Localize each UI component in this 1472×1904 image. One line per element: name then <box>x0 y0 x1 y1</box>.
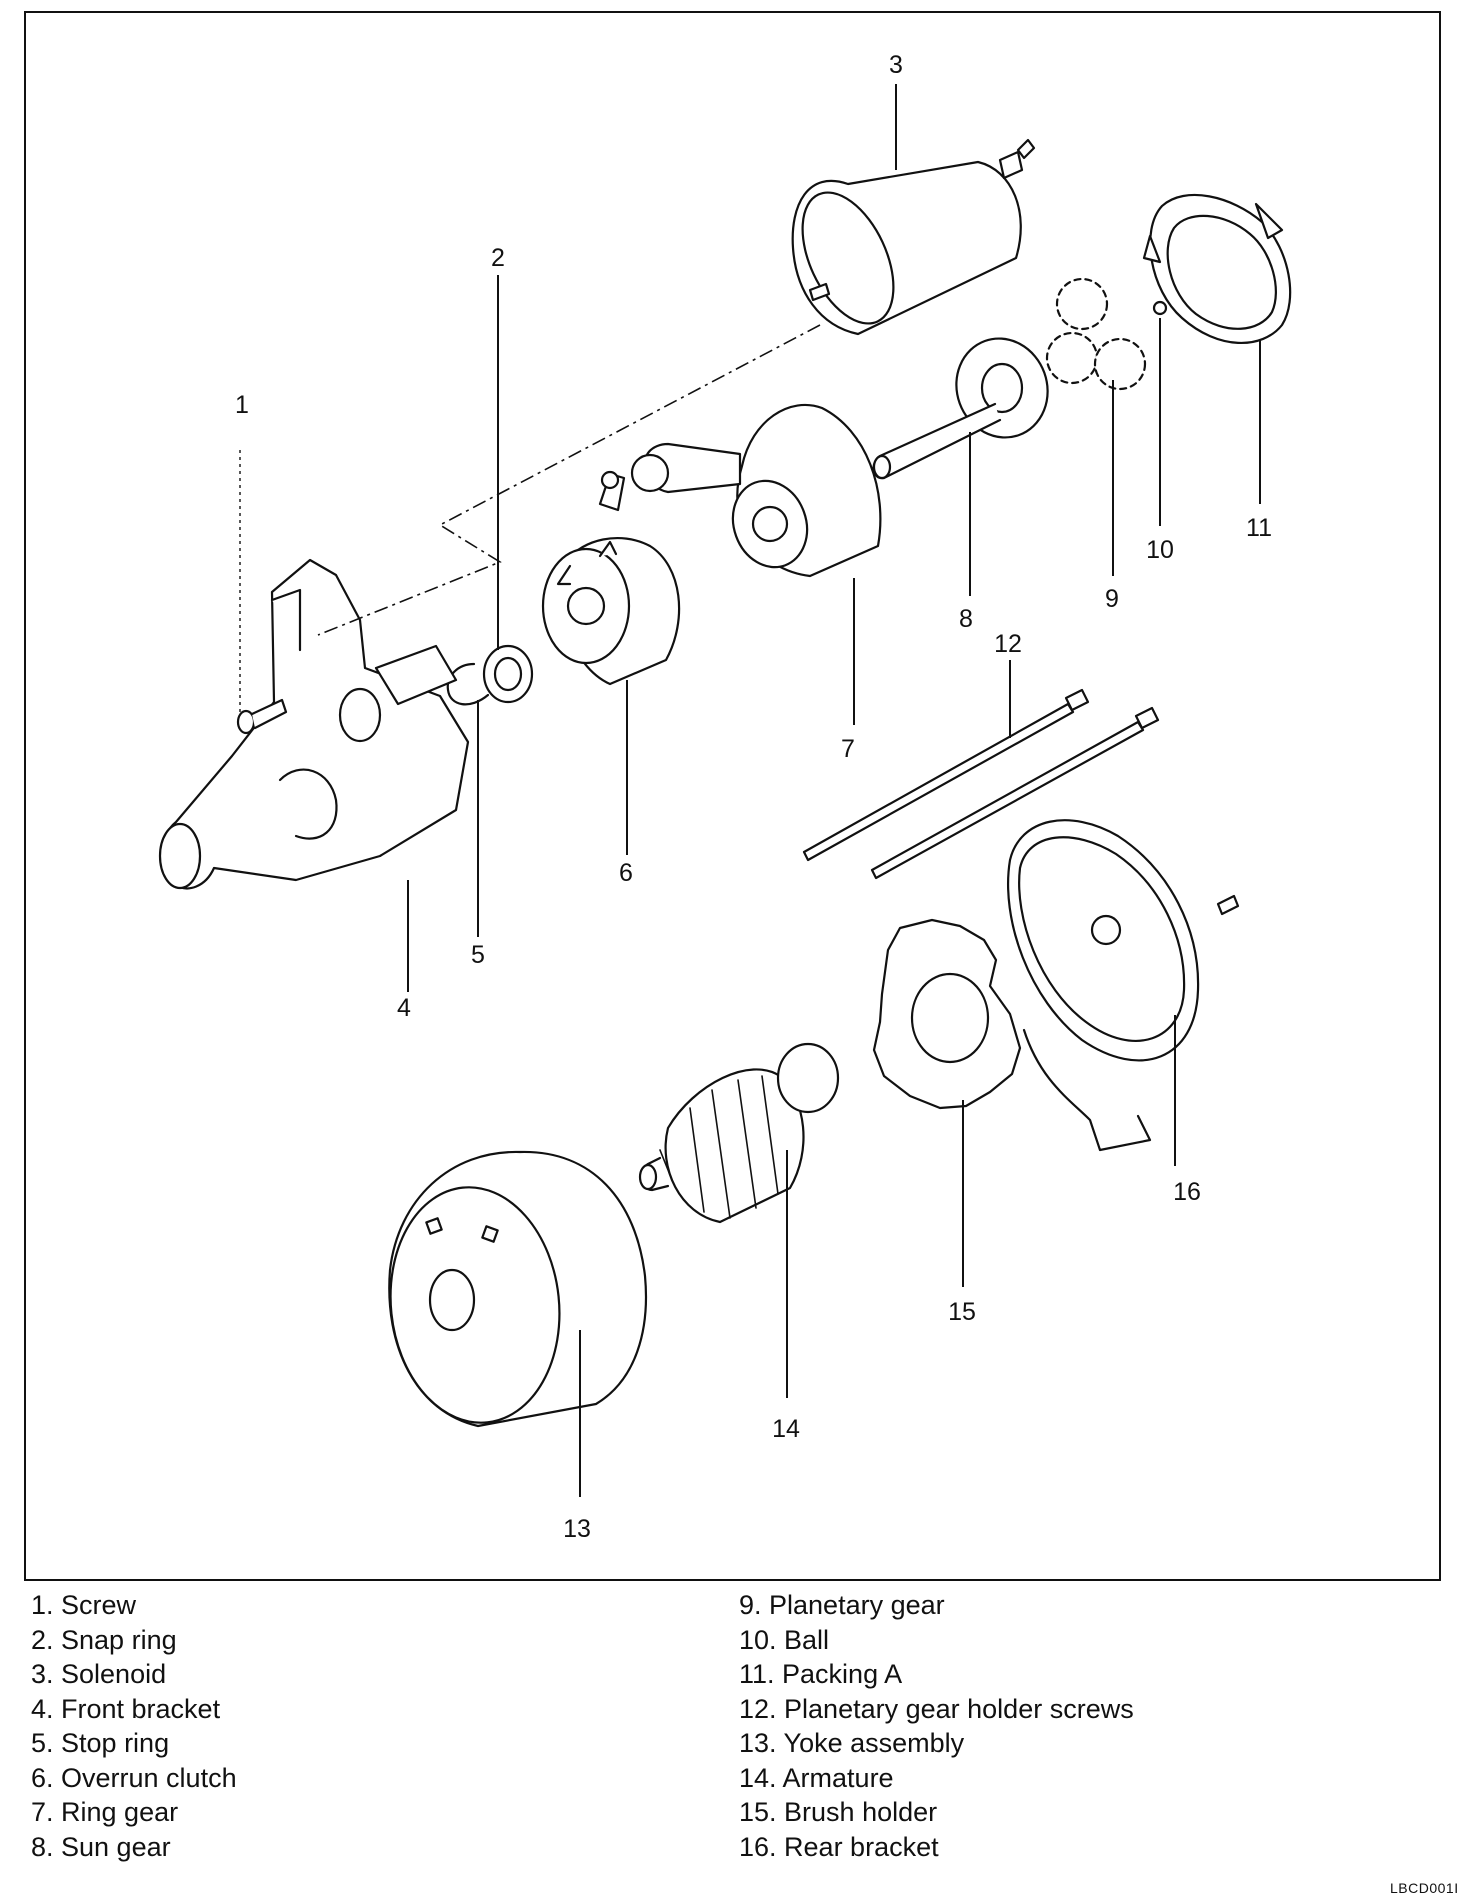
legend-item: 7. Ring gear <box>31 1797 179 1827</box>
brush-holder <box>872 918 1022 1110</box>
callout-10: 10 <box>1146 536 1174 564</box>
legend-item: 16. Rear bracket <box>739 1831 939 1862</box>
callout-7: 7 <box>841 735 855 763</box>
legend-item: 4. Front bracket <box>31 1693 221 1724</box>
legend-left-column: 1. Screw 2. Snap ring 3. Solenoid 4. Fro… <box>31 1588 237 1864</box>
callout-15: 15 <box>948 1298 976 1326</box>
callout-4: 4 <box>397 994 411 1022</box>
legend-item: 10. Ball <box>739 1624 830 1655</box>
assembly-path <box>317 324 821 636</box>
screw <box>236 698 288 735</box>
stop-ring <box>446 662 490 706</box>
legend-item: 1. Screw <box>31 1590 137 1620</box>
callout-13: 13 <box>563 1515 591 1543</box>
ball <box>1152 300 1168 316</box>
callout-3: 3 <box>889 51 903 79</box>
figure-code: LBCD001I <box>1390 1880 1459 1896</box>
legend-item: 2. Snap ring <box>31 1624 177 1655</box>
callout-2: 2 <box>491 244 505 272</box>
callout-14: 14 <box>772 1415 800 1443</box>
legend-item: 8. Sun gear <box>31 1831 171 1862</box>
legend-item: 12. Planetary gear holder screws <box>739 1693 1134 1724</box>
rear-bracket <box>1006 819 1240 1152</box>
legend-item: 14. Armature <box>739 1762 894 1793</box>
legend-item: 6. Overrun clutch <box>31 1762 237 1793</box>
ring-gear <box>630 403 882 578</box>
packing-a <box>1142 193 1292 344</box>
callout-11: 11 <box>1246 514 1272 542</box>
front-bracket <box>158 558 470 890</box>
callout-1: 1 <box>235 391 249 419</box>
sun-gear <box>872 337 1049 480</box>
callout-12: 12 <box>994 630 1022 658</box>
callout-9: 9 <box>1105 585 1119 613</box>
leader-lines <box>407 84 1261 1497</box>
legend-item: 15. Brush holder <box>739 1797 938 1827</box>
snap-ring <box>482 644 534 704</box>
legend-item: 3. Solenoid <box>31 1659 167 1689</box>
legend-item: 11. Packing A <box>739 1659 903 1689</box>
callout-5: 5 <box>471 941 485 969</box>
planetary-gears <box>1045 277 1147 391</box>
planetary-gear-holder-screws <box>802 688 1160 880</box>
legend-item: 5. Stop ring <box>31 1728 170 1758</box>
legend-item: 13. Yoke assembly <box>739 1728 965 1758</box>
yoke-assembly <box>388 1150 648 1428</box>
solenoid <box>791 138 1036 336</box>
overrun-clutch <box>541 470 681 686</box>
legend-item: 9. Planetary gear <box>739 1590 945 1620</box>
armature <box>638 1042 840 1224</box>
callout-6: 6 <box>619 859 633 887</box>
diagram-frame <box>24 11 1441 1581</box>
legend-right-column: 9. Planetary gear 10. Ball 11. Packing A… <box>739 1588 1134 1864</box>
callout-16: 16 <box>1173 1178 1201 1206</box>
callout-8: 8 <box>959 605 973 633</box>
